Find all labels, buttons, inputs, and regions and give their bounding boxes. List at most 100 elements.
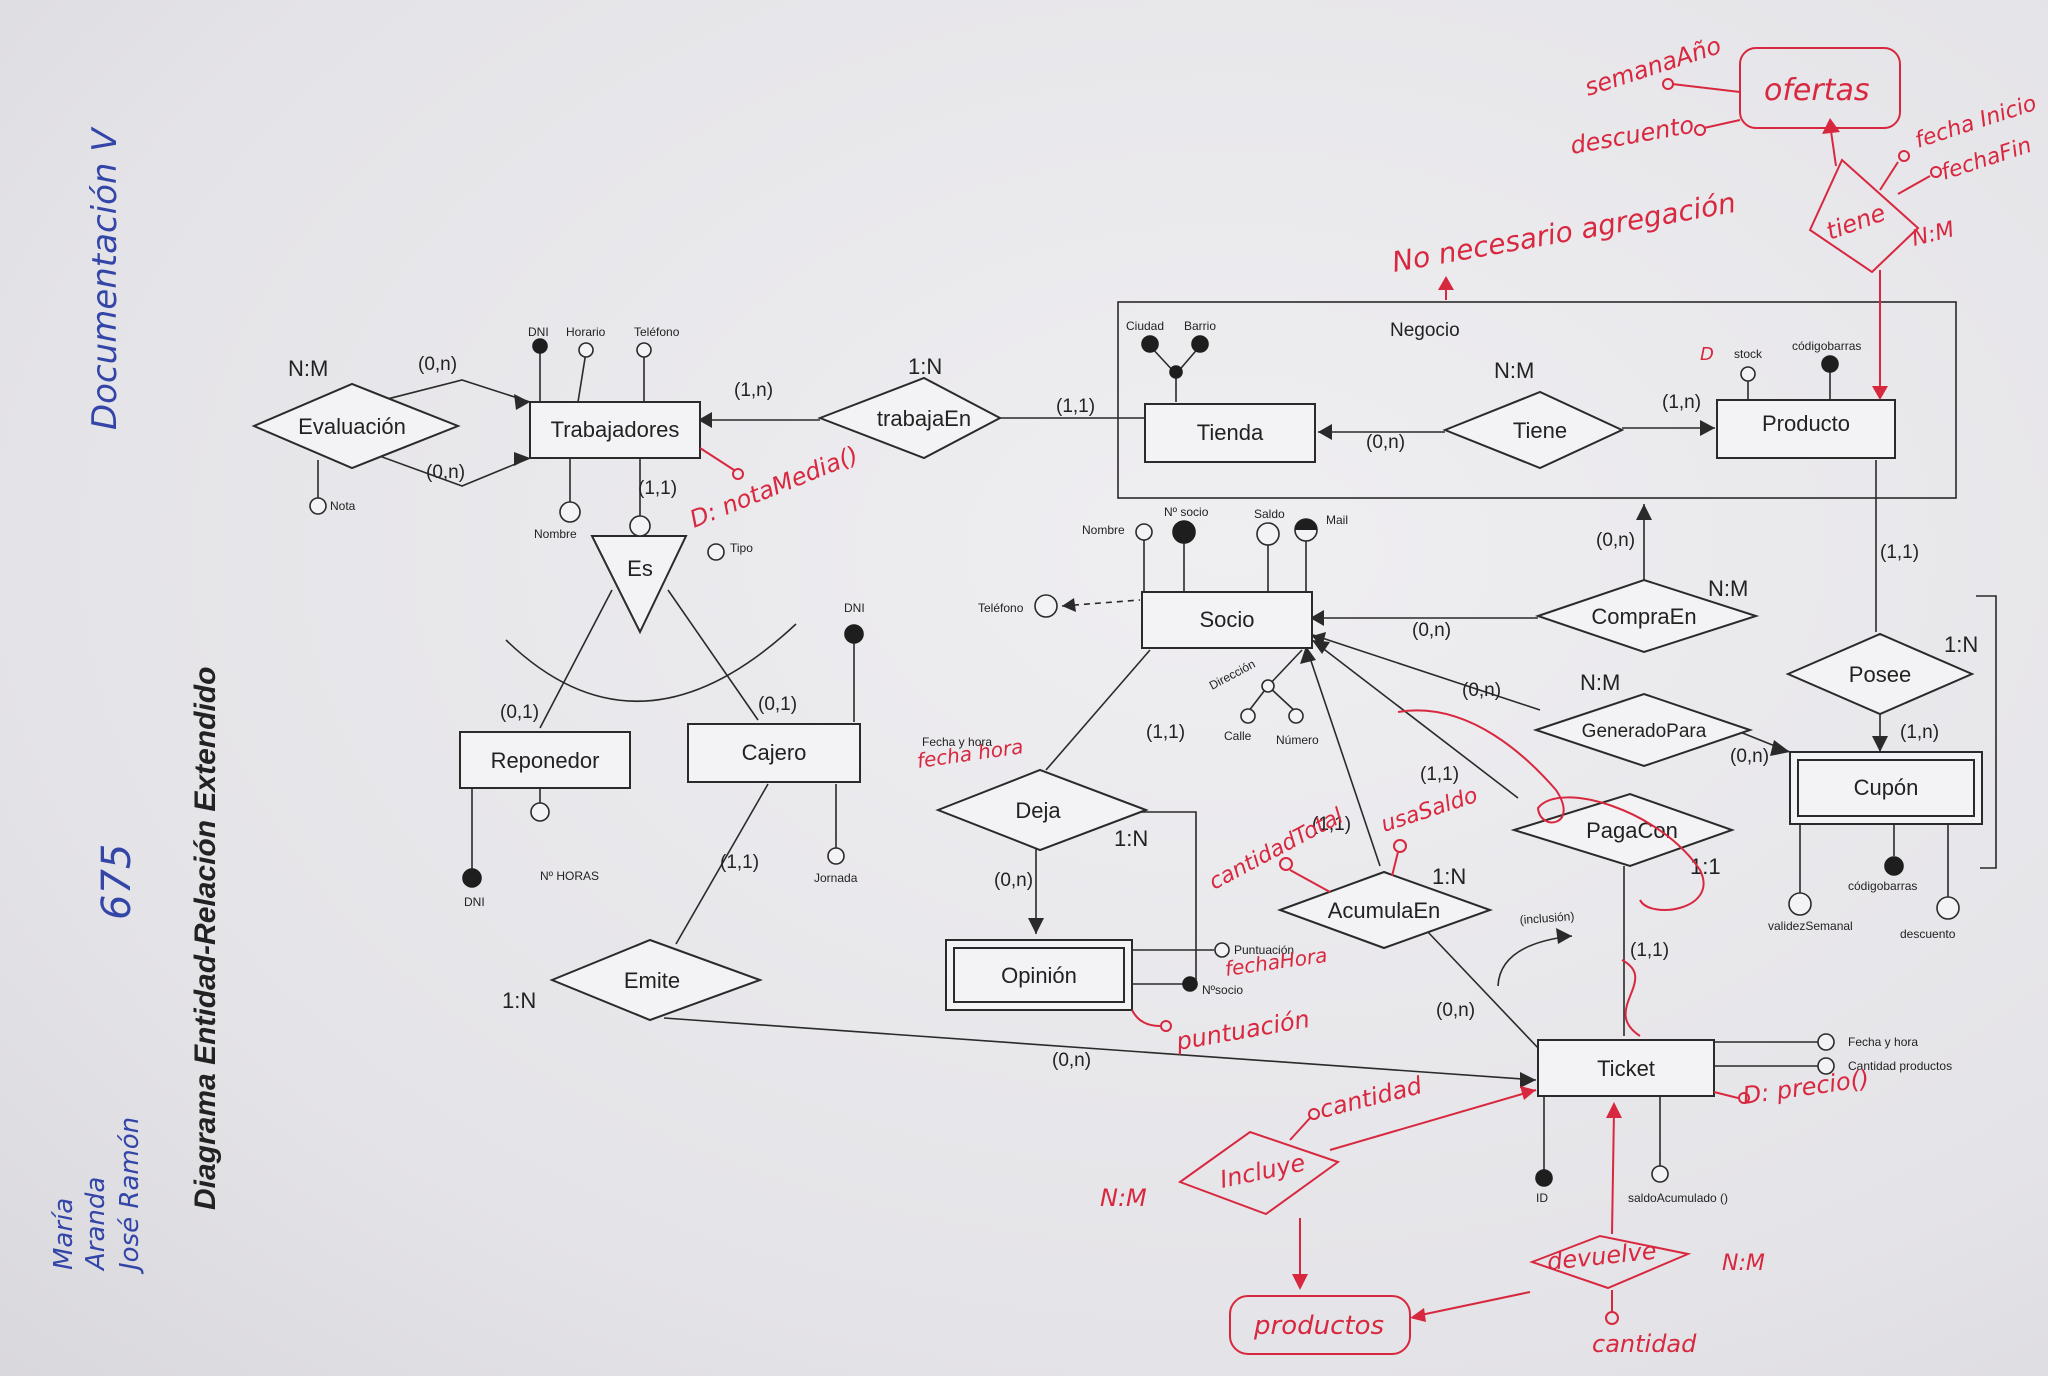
attr-nota-icon — [309, 497, 327, 515]
attr-validez: validezSemanal — [1768, 919, 1853, 933]
hw-productos: productos — [1253, 1311, 1384, 1341]
entity-trabajadores[interactable]: Trabajadores — [529, 401, 701, 459]
entity-opinion-label: Opinión — [1001, 963, 1077, 988]
rel-tiene[interactable]: Tiene — [1442, 390, 1625, 470]
card-p0n-tiene: (0,n) — [1366, 432, 1405, 453]
card-nm-compra: N:M — [1708, 576, 1748, 601]
entity-reponedor[interactable]: Reponedor — [459, 731, 631, 789]
entity-producto[interactable]: Producto — [1716, 399, 1896, 459]
rel-evaluacion[interactable]: Evaluación — [251, 382, 461, 470]
hw-productos-box — [1229, 1295, 1411, 1355]
rel-posee[interactable]: Posee — [1785, 632, 1975, 716]
card-p0n-deja: (0,n) — [994, 870, 1033, 891]
rel-generadoPara[interactable]: GeneradoPara — [1532, 692, 1754, 768]
attr-direccion-icon — [1261, 679, 1275, 693]
hw-precio: D: precio() — [1741, 1064, 1871, 1109]
entity-socio-label: Socio — [1199, 607, 1254, 632]
rel-posee-label: Posee — [1849, 662, 1911, 687]
attr-nota: Nota — [330, 499, 356, 513]
attr-fecha-hora-deja: Fecha y hora — [922, 735, 992, 749]
attr-codigobarras-prod: códigobarras — [1792, 339, 1861, 353]
card-p1n-posee: (1,n) — [1900, 722, 1939, 743]
entity-socio[interactable]: Socio — [1141, 591, 1313, 649]
attr-ciudad: Ciudad — [1126, 319, 1164, 333]
card-p0n-cupon: (0,n) — [1730, 746, 1769, 767]
entity-opinion[interactable]: Opinión — [945, 939, 1133, 1011]
entity-reponedor-label: Reponedor — [491, 748, 600, 773]
attr-id-key-icon — [1535, 1169, 1553, 1187]
card-p01-caj: (0,1) — [758, 694, 797, 715]
hw-nota-media: D: notaMedia() — [686, 441, 862, 534]
attr-numero-icon — [1288, 708, 1304, 724]
hw-descuento: descuento — [1568, 111, 1696, 160]
entity-cupon-label: Cupón — [1854, 775, 1919, 800]
attr-nombre-trab-icon — [559, 501, 581, 523]
attr-dni-cajero: DNI — [844, 601, 865, 615]
hw-cantidad-total: cantidadTotal — [1205, 804, 1347, 896]
card-nm-tiene: N:M — [1494, 358, 1534, 383]
rel-compraEn[interactable]: CompraEn — [1534, 578, 1760, 654]
entity-trabajadores-label: Trabajadores — [551, 417, 680, 442]
hw-cantidad-incluye: cantidad — [1317, 1071, 1426, 1124]
attr-jornada-icon — [827, 847, 845, 865]
diagram-title: Diagrama Entidad-Relación Extendido — [189, 667, 222, 1210]
attr-puntuacion: Puntuación — [1234, 943, 1294, 957]
arrowheads — [514, 394, 1888, 1088]
attr-stock: stock — [1734, 347, 1763, 361]
attr-dni-repo: DNI — [464, 895, 485, 909]
connector-lines — [317, 345, 1997, 1172]
rel-pagaCon[interactable]: PagaCon — [1510, 792, 1736, 868]
hw-devuelve-diamond — [1529, 1234, 1692, 1290]
card-nm-gen: N:M — [1580, 670, 1620, 695]
attr-nsocio-key-icon — [1172, 520, 1196, 544]
attr-stock-icon — [1740, 366, 1756, 382]
attr-fecha-hora-ticket: Fecha y hora — [1848, 1035, 1918, 1049]
attr-saldoAcumulado: saldoAcumulado () — [1628, 1191, 1728, 1205]
entity-cupon[interactable]: Cupón — [1789, 751, 1983, 825]
card-p1n-trab: (1,n) — [734, 380, 773, 401]
rel-acumulaEn[interactable]: AcumulaEn — [1277, 870, 1493, 950]
card-p11-prod: (1,1) — [1880, 542, 1919, 563]
card-nm-eval: N:M — [288, 356, 328, 381]
entity-tienda[interactable]: Tienda — [1144, 403, 1316, 463]
rel-acumulaEn-label: AcumulaEn — [1328, 898, 1441, 923]
attr-direccion: Dirección — [1207, 657, 1258, 693]
rel-deja[interactable]: Deja — [935, 768, 1149, 852]
attr-tipo: Tipo — [730, 541, 753, 555]
entity-ticket[interactable]: Ticket — [1537, 1039, 1715, 1097]
rel-pagaCon-label: PagaCon — [1586, 818, 1678, 843]
rel-trabajaEn[interactable]: trabajaEn — [817, 376, 1003, 460]
attr-dni-trab-key-icon — [532, 338, 548, 354]
margin-documentation: Documentación V — [85, 126, 125, 430]
attr-mail: Mail — [1326, 513, 1348, 527]
card-p11-paga: (1,1) — [1630, 940, 1669, 961]
rel-es[interactable]: Es — [590, 535, 688, 635]
entity-cajero[interactable]: Cajero — [687, 723, 861, 783]
hw-incluye-diamond — [1177, 1130, 1341, 1216]
attr-dni-cajero-key-icon — [844, 624, 864, 644]
hw-semanaAno: semanaAño — [1581, 31, 1724, 101]
hw-tiene: tiene — [1822, 199, 1889, 246]
card-p11-acum: (1,1) — [1420, 764, 1459, 785]
card-n1-deja: 1:N — [1114, 826, 1148, 851]
attr-numero: Número — [1276, 733, 1319, 747]
hw-cantidad-dev: cantidad — [1592, 1330, 1697, 1358]
attr-barrio: Barrio — [1184, 319, 1216, 333]
attr-calle: Calle — [1224, 729, 1252, 743]
attr-saldo: Saldo — [1254, 507, 1285, 521]
rel-emite[interactable]: Emite — [549, 938, 763, 1022]
attr-calle-icon — [1240, 708, 1256, 724]
card-on-eval2: (0,n) — [426, 462, 465, 483]
card-p11-caj: (1,1) — [720, 852, 759, 873]
attr-nhoras: Nº HORAS — [540, 869, 599, 883]
card-p11-deja: (1,1) — [1146, 722, 1185, 743]
attr-dni-repo-key-icon — [462, 868, 482, 888]
hw-puntuacion: puntuación — [1173, 1005, 1312, 1056]
margin-name1: María — [49, 1198, 79, 1270]
attr-tipo-icon — [707, 543, 725, 561]
attr-nsocio-op-key-icon — [1182, 976, 1198, 992]
card-n1-acum: 1:N — [1432, 864, 1466, 889]
attr-saldoAcumulado-icon — [1651, 1165, 1669, 1183]
entity-ticket-label: Ticket — [1597, 1056, 1655, 1081]
attr-es-disc-icon — [629, 515, 651, 537]
